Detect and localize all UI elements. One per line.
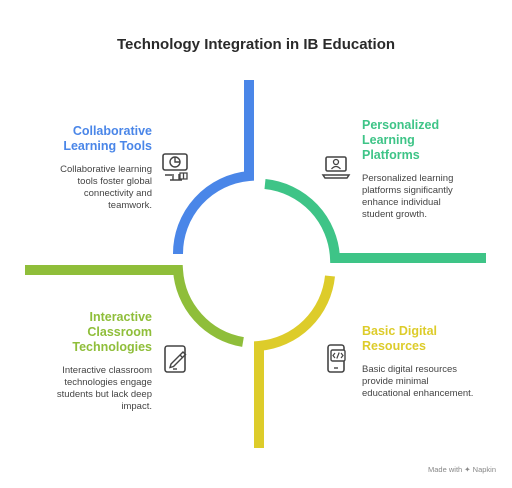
personalized-block: Personalized Learning Platforms Personal… — [362, 118, 502, 221]
basic-block: Basic Digital Resources Basic digital re… — [362, 324, 502, 400]
olive-arm — [25, 265, 244, 347]
yellow-arm — [254, 275, 335, 448]
collaborative-description: Collaborative learning tools foster glob… — [60, 164, 152, 211]
diagram-title: Technology Integration in IB Education — [116, 36, 396, 53]
presentation-chart-icon — [162, 153, 188, 181]
collaborative-heading: Collaborative Learning Tools — [63, 124, 152, 153]
interactive-block: Interactive Classroom Technologies Inter… — [18, 310, 152, 413]
mobile-code-icon — [327, 344, 346, 373]
blue-arm — [172, 80, 254, 255]
basic-heading: Basic Digital Resources — [362, 324, 438, 353]
laptop-user-icon — [321, 156, 351, 179]
basic-description: Basic digital resources provide minimal … — [362, 364, 474, 399]
personalized-heading: Personalized Learning Platforms — [362, 118, 440, 162]
tablet-pen-icon — [164, 345, 187, 373]
collaborative-block: Collaborative Learning Tools Collaborati… — [20, 124, 152, 212]
interactive-heading: Interactive Classroom Technologies — [72, 310, 152, 354]
made-with-napkin-footer: Made with ✦ Napkin — [428, 465, 496, 474]
interactive-description: Interactive classroom technologies engag… — [56, 365, 152, 412]
green-arm — [264, 179, 486, 263]
personalized-description: Personalized learning platforms signific… — [362, 173, 454, 220]
